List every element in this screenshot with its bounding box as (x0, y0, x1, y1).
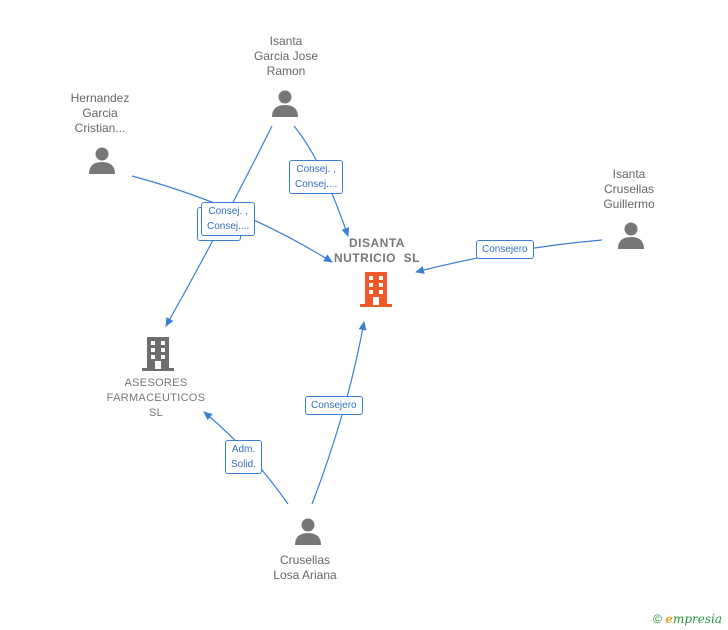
label-line: Isanta (269, 34, 303, 48)
node-label-isanta-crusellas[interactable]: Isanta Crusellas Guillermo (579, 167, 679, 212)
person-icon-isanta-crusellas[interactable] (618, 222, 644, 250)
building-icon-asesores[interactable] (142, 337, 174, 371)
node-label-crusellas[interactable]: Crusellas Losa Ariana (255, 553, 355, 583)
edge-label-line: Consej. , (208, 206, 248, 217)
edge-label-isanta-crusellas-disanta[interactable]: Consejero (476, 240, 534, 259)
person-icon-hernandez[interactable] (89, 147, 115, 175)
brand-logo: empresia (665, 612, 722, 626)
brand-rest: mpresia (672, 612, 722, 626)
building-icon-disanta[interactable] (360, 272, 392, 307)
label-line: Cristian... (74, 121, 126, 135)
node-label-disanta[interactable]: DISANTA NUTRICIO SL (322, 236, 432, 266)
brand-initial: e (665, 612, 673, 626)
person-icon-crusellas[interactable] (295, 518, 321, 546)
label-line: Crusellas (279, 553, 330, 567)
node-label-asesores[interactable]: ASESORES FARMACEUTICOS SL (100, 376, 212, 421)
label-line: FARMACEUTICOS (106, 392, 206, 404)
label-line: NUTRICIO SL (334, 251, 420, 265)
label-line: Crusellas (603, 182, 654, 196)
label-line: Ramon (266, 64, 306, 78)
edge-label-hernandez-disanta[interactable]: Consej. , Consej.... (201, 202, 256, 236)
label-line: Losa Ariana (273, 568, 337, 582)
label-line: DISANTA (349, 236, 405, 250)
label-line: SL (148, 407, 164, 419)
label-line: Guillermo (603, 197, 655, 211)
edge-label-line: Consej. , (296, 164, 336, 175)
label-line: Isanta (612, 167, 646, 181)
edge-label-line: Solid. (231, 459, 257, 470)
node-label-hernandez[interactable]: Hernandez Garcia Cristian... (50, 91, 150, 136)
node-label-isanta-garcia[interactable]: Isanta Garcia Jose Ramon (236, 34, 336, 79)
edge-label-line: Adm. (231, 444, 256, 455)
edge-label-line: Consej.... (207, 221, 250, 232)
edge-label-crusellas-asesores[interactable]: Adm. Solid. (225, 440, 263, 474)
label-line: ASESORES (124, 377, 188, 389)
edge-label-line: Consej.... (295, 179, 338, 190)
person-icon-isanta-garcia[interactable] (272, 90, 298, 118)
edge-label-isanta-garcia-disanta[interactable]: Consej. , Consej.... (289, 160, 344, 194)
label-line: Garcia (82, 106, 118, 120)
label-line: Garcia Jose (253, 49, 319, 63)
edge-label-line: Consejero (482, 244, 528, 255)
copyright-symbol: © (653, 612, 662, 626)
copyright-brand[interactable]: © empresia (653, 612, 722, 626)
edge-label-crusellas-disanta[interactable]: Consejero (305, 396, 363, 415)
edge-label-line: Consejero (311, 400, 357, 411)
label-line: Hernandez (70, 91, 130, 105)
